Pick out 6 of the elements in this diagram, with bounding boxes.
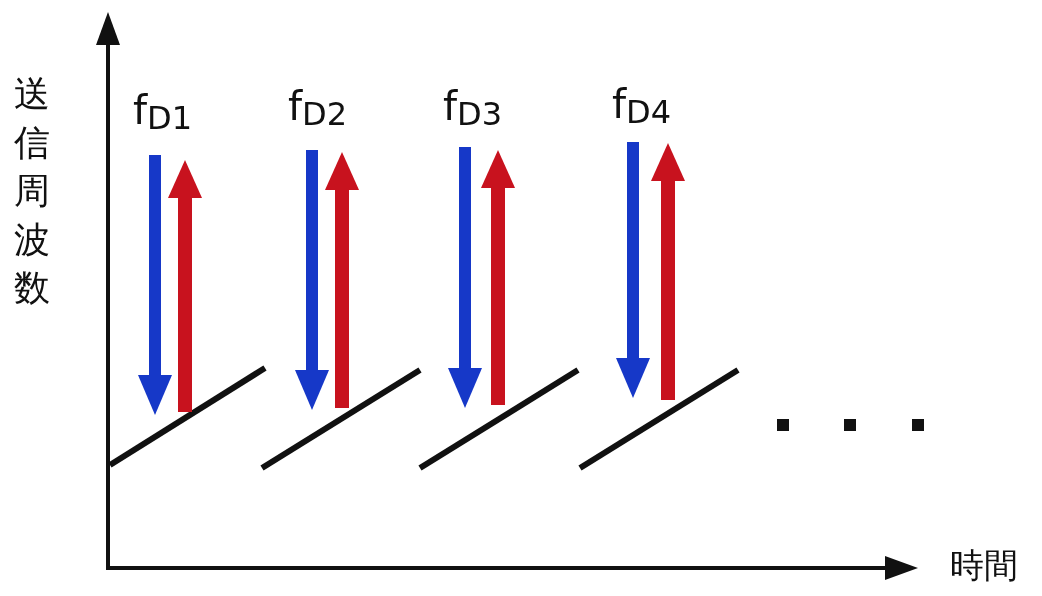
axis-label: 時間	[950, 548, 1018, 582]
frequency-label: f$_{D3}$	[443, 86, 503, 130]
frequency-label: f$_{D1}$	[133, 90, 193, 134]
axis-label: 送信周波数	[14, 72, 51, 311]
frequency-label: f$_{D4}$	[612, 84, 672, 128]
frequency-label: f$_{D2}$	[288, 86, 348, 130]
